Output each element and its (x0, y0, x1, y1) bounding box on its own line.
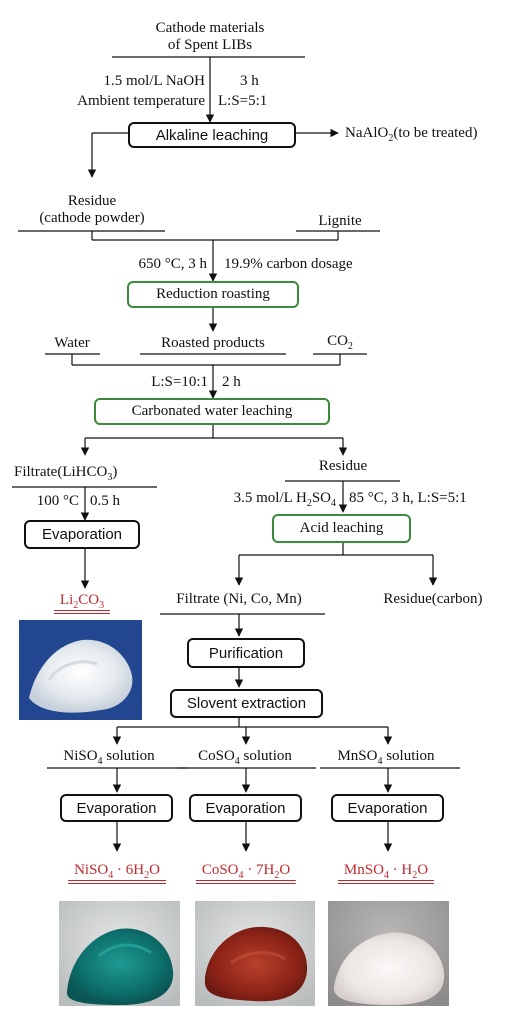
alkaline-condition-naoh: 1.5 mol/L NaOH (103, 73, 205, 89)
li-evaporation-temp: 100 °C (36, 493, 79, 509)
coso4-solution-label: CoSO4 solution (198, 748, 292, 767)
mn-evaporation-box: Evaporation (331, 794, 444, 822)
alkaline-leaching-box: Alkaline leaching (128, 122, 296, 148)
carbonated-water-leaching-box: Carbonated water leaching (94, 398, 330, 425)
input-label-line2: of Spent LIBs (167, 37, 253, 53)
niso4-solution-label: NiSO4 solution (63, 748, 155, 767)
mnso4-h2o-product-label: MnSO4 · H2O (337, 862, 435, 884)
water-label: Water (54, 335, 90, 351)
roasting-condition-temp-time: 650 °C, 3 h (138, 256, 207, 272)
niso4-6h2o-product-label: NiSO4 · 6H2O (68, 862, 166, 884)
acid-residue-label: Residue (318, 458, 368, 474)
niso4-product-photo (59, 901, 180, 1006)
acid-condition-temp-time-ratio: 85 °C, 3 h, L:S=5:1 (349, 490, 467, 506)
li-evaporation-box: Evaporation (24, 520, 140, 549)
mnso4-product-photo (328, 901, 449, 1006)
alkaline-condition-ratio: L:S=5:1 (218, 93, 268, 109)
acid-leaching-box: Acid leaching (272, 514, 411, 543)
purification-box: Purification (187, 638, 305, 668)
lithium-filtrate-label: Filtrate(LiHCO3) (14, 464, 118, 483)
carbon-residue-label: Residue(carbon) (383, 591, 483, 607)
coso4-7h2o-product-label: CoSO4 · 7H2O (195, 862, 297, 884)
solvent-extraction-box: Slovent extraction (170, 689, 323, 718)
li2co3-product-label: Li2CO3 (53, 592, 111, 614)
metal-filtrate-label: Filtrate (Ni, Co, Mn) (176, 591, 302, 607)
li2co3-product-photo (19, 620, 142, 720)
co2-label: CO2 (327, 333, 353, 352)
carbonation-condition-time: 2 h (222, 374, 241, 390)
residue-label: Residue (67, 193, 117, 209)
naalo2-side-product: NaAlO2(to be treated) (345, 125, 478, 144)
roasted-products-label: Roasted products (161, 335, 265, 351)
alkaline-condition-temperature: Ambient temperature (77, 93, 205, 109)
roasting-condition-carbon: 19.9% carbon dosage (224, 256, 353, 272)
acid-condition-h2so4: 3.5 mol/L H2SO4 (233, 490, 336, 509)
carbonation-condition-ratio: L:S=10:1 (151, 374, 208, 390)
cathode-powder-label: (cathode powder) (39, 210, 145, 226)
input-label-line1: Cathode materials (155, 20, 265, 36)
lignite-label: Lignite (318, 213, 362, 229)
ni-evaporation-box: Evaporation (60, 794, 173, 822)
coso4-product-photo (195, 901, 315, 1006)
co-evaporation-box: Evaporation (189, 794, 302, 822)
alkaline-condition-time: 3 h (240, 73, 259, 89)
mnso4-solution-label: MnSO4 solution (337, 748, 435, 767)
li-evaporation-time: 0.5 h (90, 493, 120, 509)
reduction-roasting-box: Reduction roasting (127, 281, 299, 308)
